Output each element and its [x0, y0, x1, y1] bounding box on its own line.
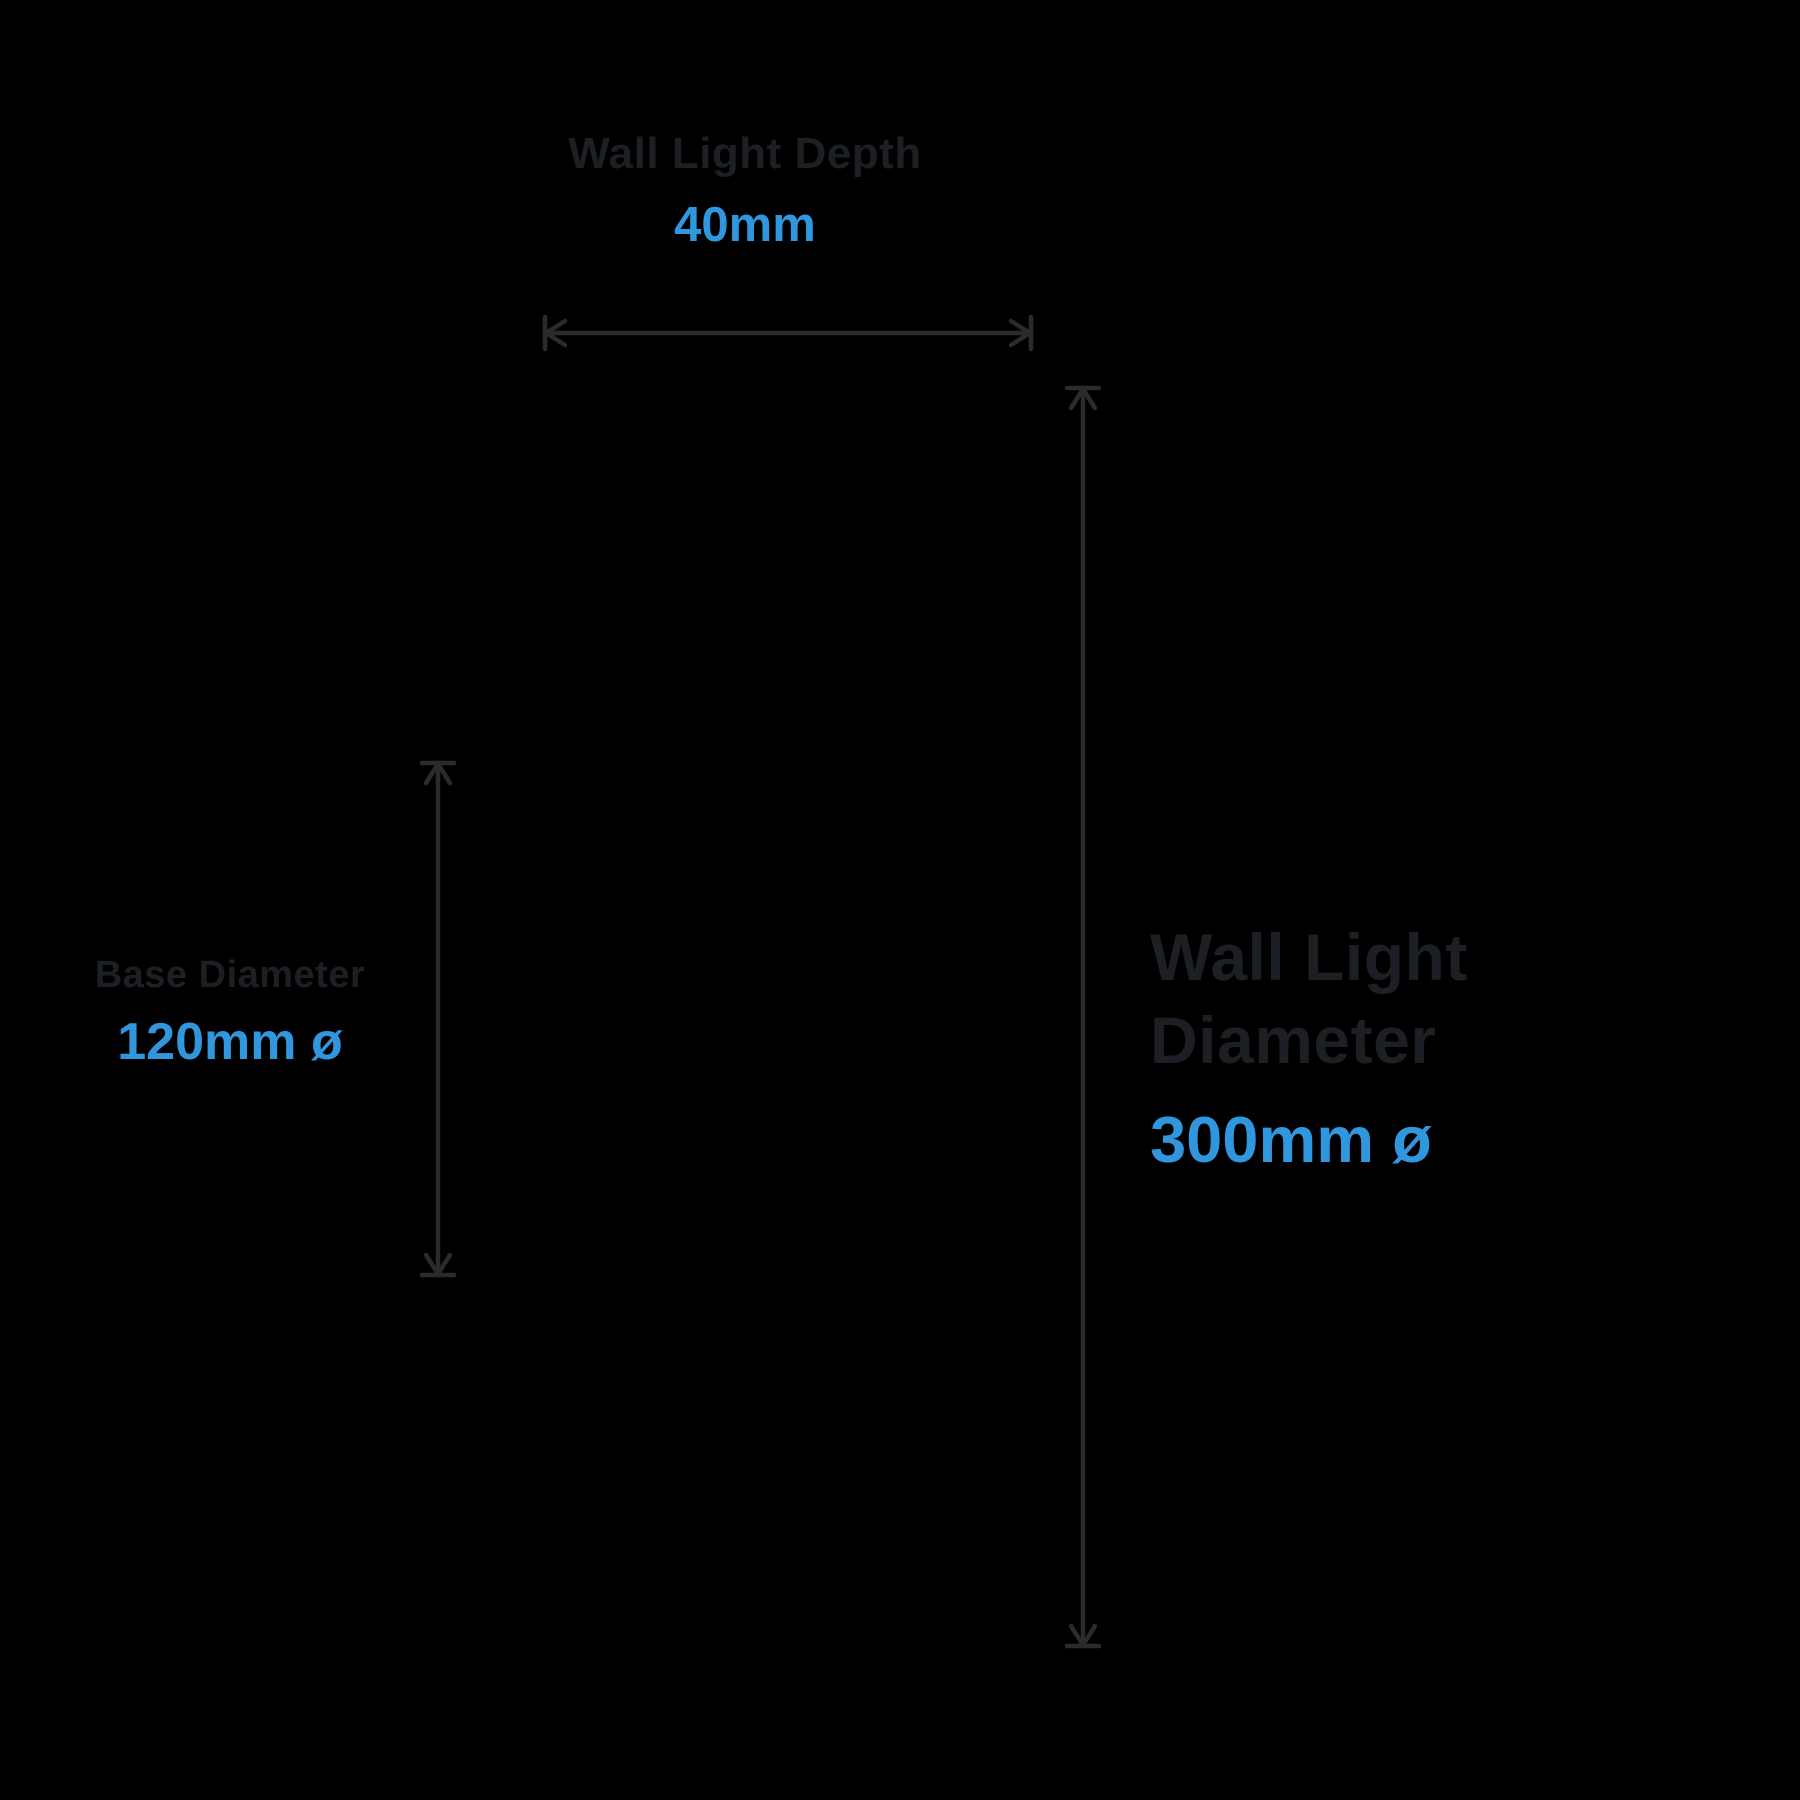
- wall-light-diameter-dimension-group: Wall Light Diameter 300mm ø: [1150, 916, 1750, 1180]
- base-diameter-dimension-arrow: [419, 760, 457, 1278]
- wall-light-diameter-dimension-arrow: [1064, 385, 1102, 1649]
- arrowhead-down-icon: [1068, 1623, 1098, 1648]
- depth-label: Wall Light Depth: [568, 129, 922, 178]
- base-diameter-dimension-group: Base Diameter 120mm ø: [40, 952, 420, 1075]
- arrowhead-up-icon: [423, 761, 453, 786]
- depth-dimension-group: Wall Light Depth 40mm: [395, 126, 1095, 256]
- arrowhead-down-icon: [423, 1252, 453, 1277]
- wall-light-diameter-value: 300mm ø: [1150, 1103, 1432, 1176]
- depth-value: 40mm: [674, 198, 816, 252]
- arrowhead-right-icon: [1008, 318, 1033, 348]
- base-diameter-value: 120mm ø: [117, 1012, 343, 1071]
- wall-light-diameter-label: Wall Light Diameter: [1150, 920, 1468, 1077]
- base-diameter-label: Base Diameter: [94, 954, 366, 996]
- arrowhead-up-icon: [1068, 386, 1098, 411]
- depth-dimension-arrow: [542, 314, 1034, 352]
- arrowhead-left-icon: [543, 318, 568, 348]
